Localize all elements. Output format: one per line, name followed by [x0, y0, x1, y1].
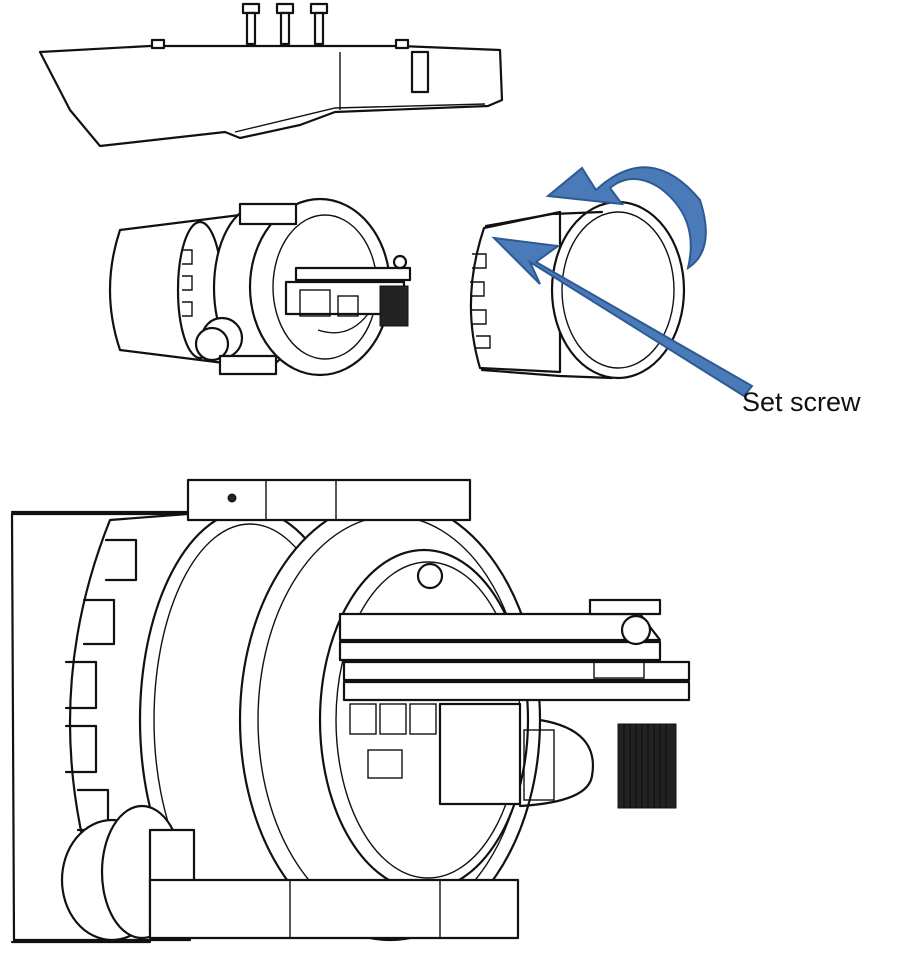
- enclosure-closeup: [10, 478, 691, 944]
- rotation-arrow: [545, 166, 707, 271]
- mounting-screws: [241, 2, 329, 46]
- set-screw-label: Set screw: [742, 387, 861, 417]
- sun-shield-cover: [38, 38, 504, 148]
- enclosure-small: [108, 197, 412, 377]
- set-screw-pointer-arrow: [491, 236, 754, 398]
